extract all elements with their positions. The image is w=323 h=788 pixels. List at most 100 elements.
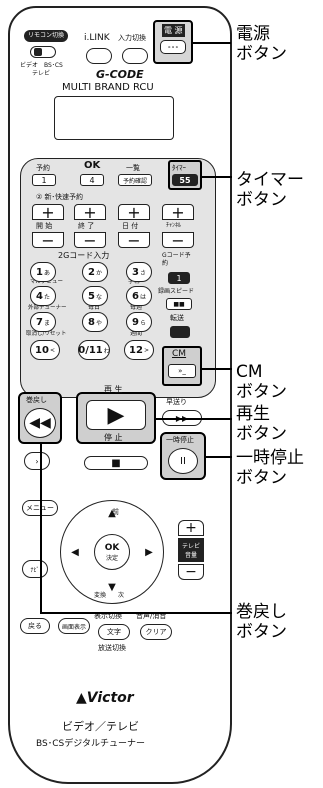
guide-button[interactable]: ﾅﾋﾞ bbox=[22, 560, 48, 578]
num-key-7-s: ま bbox=[43, 319, 50, 327]
mode-switch[interactable] bbox=[30, 46, 56, 58]
transfer-label: 転送 bbox=[170, 314, 184, 322]
cm-button[interactable]: »_ bbox=[168, 364, 196, 378]
num-key-12[interactable]: 12> bbox=[124, 340, 154, 360]
next-label: 次 bbox=[118, 592, 125, 599]
stop-button[interactable]: ■ bbox=[84, 456, 148, 470]
power-callout-line bbox=[193, 42, 231, 44]
screen-display-label: 画面表示 bbox=[61, 623, 86, 631]
end-minus-button[interactable]: − bbox=[74, 231, 106, 250]
reserve-button[interactable]: 1 bbox=[32, 174, 56, 186]
nav-ring bbox=[60, 500, 164, 604]
volume-minus-button[interactable]: − bbox=[178, 564, 204, 580]
video-label: ビデオ bbox=[20, 62, 39, 69]
clear-button[interactable]: クリア bbox=[140, 624, 172, 640]
date-minus-button[interactable]: − bbox=[118, 231, 150, 250]
play-callout-line bbox=[156, 418, 232, 420]
external-tuner-label: 外部チューナー bbox=[28, 305, 67, 311]
nav-down[interactable]: ▼ bbox=[108, 581, 116, 593]
rewind-button[interactable]: ◀◀ bbox=[24, 408, 56, 438]
skip-back-button[interactable]: › bbox=[24, 452, 50, 470]
num-key-12-n: 12 bbox=[129, 344, 143, 356]
ilink-label: i.LINK bbox=[84, 33, 110, 43]
audio-ch-label: 音声/消音 bbox=[136, 612, 167, 620]
num-key-3-n: 3 bbox=[132, 266, 139, 278]
channel-minus-button[interactable]: − bbox=[162, 231, 194, 250]
nav-right[interactable]: ▶ bbox=[145, 546, 153, 558]
num-key-8-n: 8 bbox=[88, 316, 95, 328]
ok-top-button[interactable]: 4 bbox=[80, 174, 104, 186]
back-button[interactable]: 戻る bbox=[20, 618, 50, 634]
reserve-confirm-button[interactable]: 予約確認 bbox=[118, 174, 152, 186]
power-button[interactable]: ∘∘∘ bbox=[160, 40, 186, 54]
gcode-logo: G-CODE bbox=[96, 68, 144, 81]
date-plus-button[interactable]: + bbox=[118, 203, 150, 222]
timer-button[interactable]: 55 bbox=[172, 174, 198, 186]
cm-callout-l2: ボタン bbox=[236, 382, 287, 402]
ok-top-label: OK bbox=[84, 160, 101, 171]
cm-callout-line bbox=[202, 368, 232, 370]
timer-callout-line bbox=[202, 176, 232, 178]
gcode-reserve-button[interactable]: 1 bbox=[168, 272, 190, 284]
model-line2: BS･CSデジタルチューナー bbox=[36, 739, 146, 749]
num-key-1-s: あ bbox=[43, 269, 50, 277]
start-minus-button[interactable]: − bbox=[32, 231, 64, 250]
forward-label: 前 bbox=[112, 508, 119, 516]
gcode-input-label: 2Gコード入力 bbox=[58, 251, 110, 260]
num-key-4-n: 4 bbox=[36, 290, 43, 302]
num-key-10[interactable]: 10< bbox=[30, 340, 60, 360]
play-callout-l2: ボタン bbox=[236, 424, 287, 444]
end-plus-button[interactable]: + bbox=[74, 203, 106, 222]
nav-left[interactable]: ◀ bbox=[71, 546, 79, 558]
start-plus-button[interactable]: + bbox=[32, 203, 64, 222]
input-switch-label: 入力切換 bbox=[118, 34, 146, 42]
screen-display-button[interactable]: 画面表示 bbox=[58, 618, 90, 634]
rewind-callout-line-h bbox=[40, 612, 232, 614]
pause-callout-line bbox=[206, 456, 232, 458]
gcode-reserve-label: Gコード予約 bbox=[162, 252, 191, 267]
num-key-12-s: > bbox=[143, 346, 149, 354]
rec-speed-label: 録画スピード bbox=[158, 288, 195, 295]
num-key-2-n: 2 bbox=[88, 266, 95, 278]
num-key-10-s: < bbox=[49, 346, 55, 354]
victor-logo: ▲Victor bbox=[76, 690, 134, 706]
play-button[interactable]: ▶ bbox=[86, 400, 146, 430]
text-label: 文字 bbox=[107, 628, 121, 636]
new-fast-reserve-label: ② 新･快速予約 bbox=[36, 193, 84, 201]
remocon-switch-label: リモコン切換 bbox=[24, 30, 69, 42]
ok-center-label: OK bbox=[104, 542, 120, 553]
timer-callout-l1: タイマー bbox=[236, 170, 304, 190]
marudebu-label: マルデビュー bbox=[30, 279, 64, 285]
transfer-button[interactable] bbox=[170, 326, 190, 338]
pause-callout-l2: ボタン bbox=[236, 468, 287, 488]
text-button[interactable]: 文字 bbox=[98, 624, 130, 640]
model-line1: ビデオ／テレビ bbox=[62, 720, 139, 733]
tv-label: テレビ bbox=[32, 70, 51, 77]
weekly2-label: 週間 bbox=[130, 330, 143, 337]
nav-up[interactable]: ▲ bbox=[108, 507, 116, 519]
volume-plus-button[interactable]: + bbox=[178, 520, 204, 536]
rec-speed-button[interactable]: ■■ bbox=[166, 298, 192, 310]
channel-label: ﾁｬﾝﾈﾙ bbox=[166, 222, 182, 229]
pause-callout-l1: 一時停止 bbox=[236, 448, 304, 468]
num-key-0-11-s: わ bbox=[103, 347, 110, 355]
num-key-8-s: や bbox=[95, 319, 102, 327]
ilink-button[interactable] bbox=[86, 48, 112, 64]
channel-plus-button[interactable]: + bbox=[162, 203, 194, 222]
input-switch-button[interactable] bbox=[122, 48, 148, 64]
cm-callout-l1: CM bbox=[236, 362, 263, 382]
num-key-5-n: 5 bbox=[88, 290, 95, 302]
pause-button[interactable]: II bbox=[168, 448, 198, 474]
